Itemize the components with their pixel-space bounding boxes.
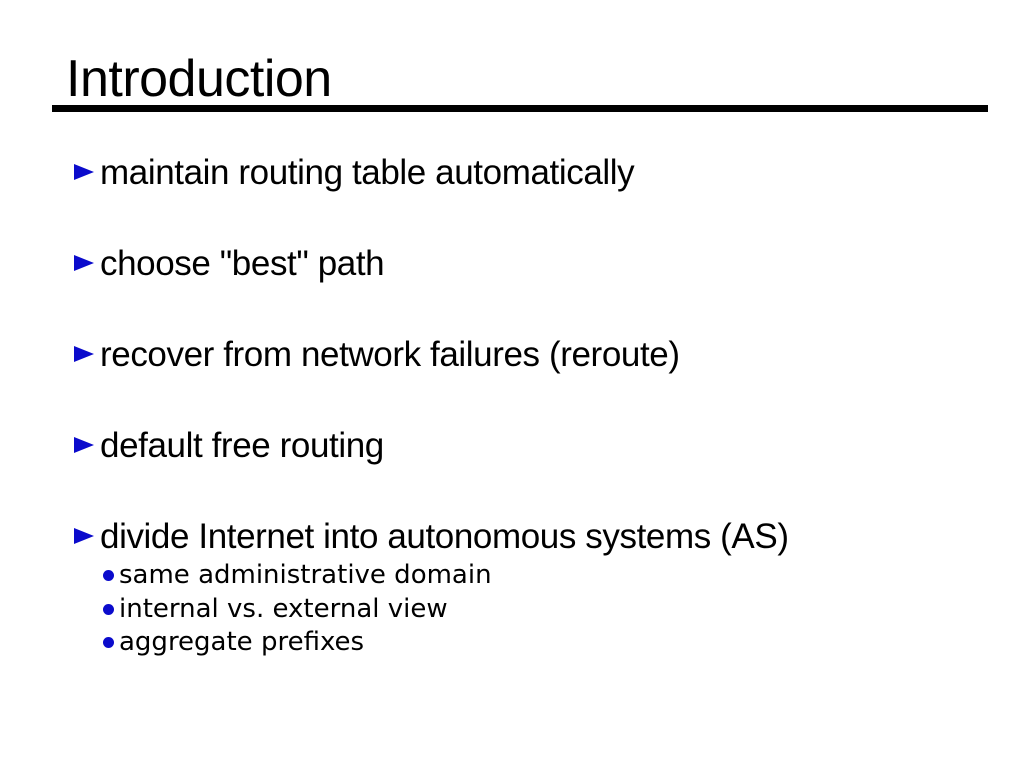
title-underline	[52, 105, 988, 112]
page-title: Introduction	[66, 50, 332, 108]
bullet-item: maintain routing table automatically	[74, 150, 635, 194]
sub-bullet-item: aggregate prefixes	[103, 625, 364, 659]
sub-bullet-label: internal vs. external view	[119, 594, 448, 624]
triangle-bullet-icon	[74, 437, 94, 453]
bullet-label: default free routing	[100, 425, 384, 465]
bullet-label: maintain routing table automatically	[100, 152, 635, 192]
sub-bullet-item: same administrative domain	[103, 558, 492, 592]
bullet-item: recover from network failures (reroute)	[74, 332, 680, 376]
dot-bullet-icon	[103, 569, 114, 581]
sub-bullet-label: aggregate prefixes	[119, 627, 365, 657]
triangle-bullet-icon	[74, 528, 94, 544]
bullet-label: choose "best" path	[100, 243, 385, 283]
dot-bullet-icon	[103, 603, 114, 615]
sub-bullet-item: internal vs. external view	[103, 592, 448, 626]
dot-bullet-icon	[103, 636, 114, 648]
bullet-label: divide Internet into autonomous systems …	[100, 516, 789, 556]
bullet-item: divide Internet into autonomous systems …	[74, 514, 789, 558]
triangle-bullet-icon	[74, 164, 94, 180]
bullet-item: choose "best" path	[74, 241, 385, 285]
triangle-bullet-icon	[74, 255, 94, 271]
bullet-item: default free routing	[74, 423, 384, 467]
bullet-label: recover from network failures (reroute)	[100, 334, 680, 374]
triangle-bullet-icon	[74, 346, 94, 362]
sub-bullet-label: same administrative domain	[119, 560, 492, 590]
